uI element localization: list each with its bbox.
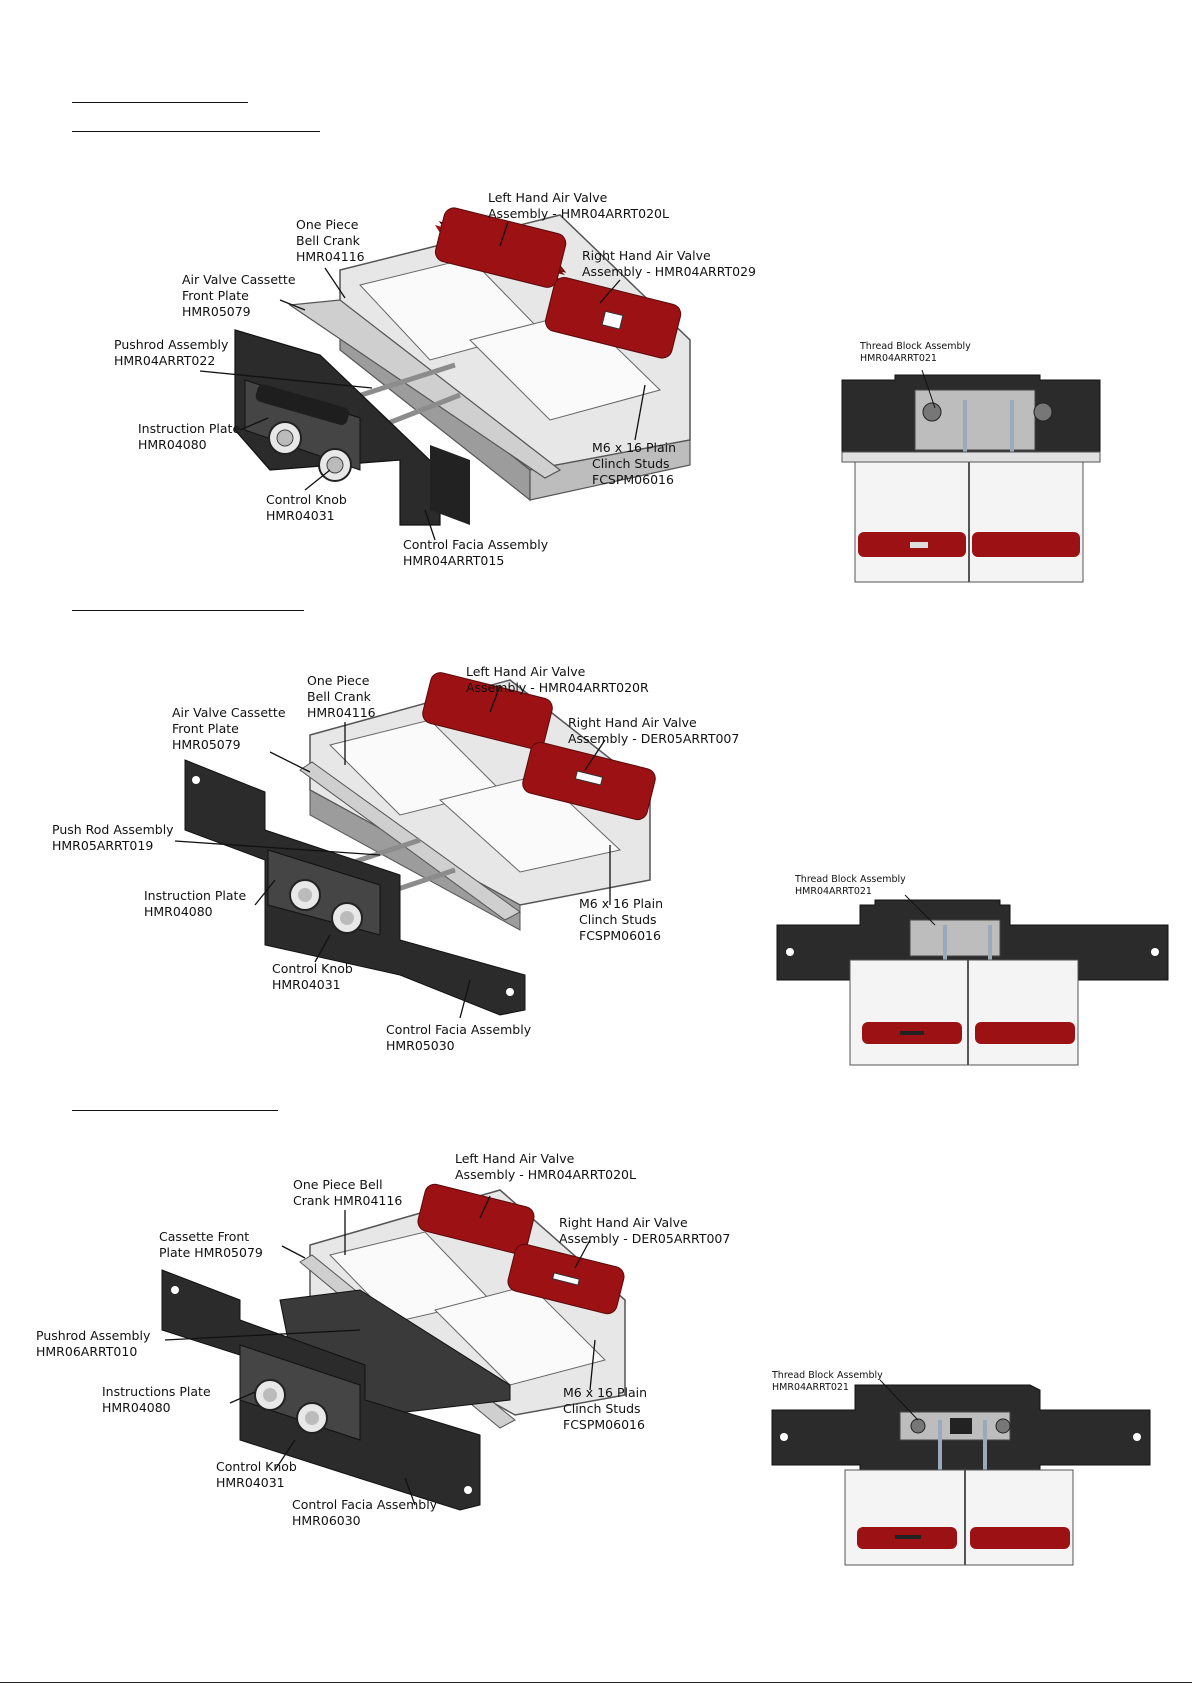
thread-block-view-1 [841, 369, 1101, 583]
section-heading-underline [72, 102, 248, 103]
thread-block-view-3 [771, 1379, 1151, 1566]
thread-block-view-2 [776, 894, 1169, 1066]
subsection-heading-underline [72, 1110, 278, 1111]
subsection-heading-underline [72, 610, 304, 611]
page-footer-rule [0, 1682, 1192, 1683]
subsection-heading-underline [72, 131, 320, 132]
